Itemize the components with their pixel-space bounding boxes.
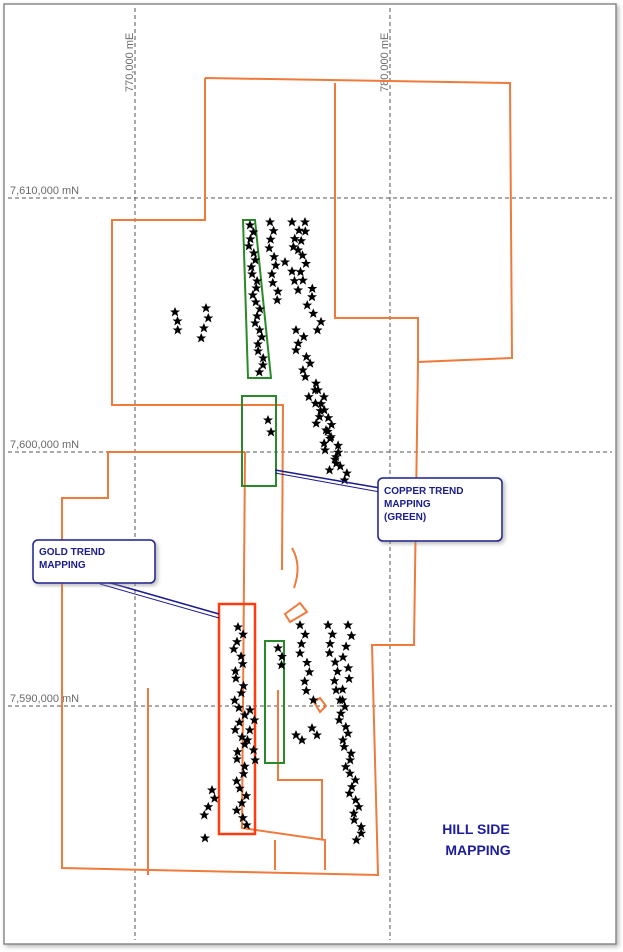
gold-callout-leader-2	[99, 583, 220, 619]
boundary-upper-right	[334, 83, 419, 362]
copper-trend-boxes	[241, 219, 285, 764]
northing-label-7600000: 7,600,000 mN	[10, 439, 79, 451]
map-frame	[3, 3, 617, 945]
boundary-crescent	[291, 547, 299, 589]
copper-box-north	[241, 219, 273, 379]
map-title-line-2: MAPPING	[445, 842, 510, 858]
tenement-boundaries	[61, 77, 514, 877]
northing-label-7610000: 7,610,000 mN	[10, 185, 79, 197]
gold-callout-box	[32, 539, 156, 584]
map-title-line-1: HILL SIDE	[442, 821, 509, 837]
copper-callout-box	[377, 477, 503, 542]
copper-callout-line-3: (GREEN)	[384, 512, 426, 523]
gold-callout-line-2: MAPPING	[39, 560, 86, 571]
gold-callout-leader	[99, 579, 220, 615]
copper-box-south	[264, 640, 285, 764]
boundary-upper-left	[111, 78, 285, 571]
northing-label-7590000: 7,590,000 mN	[10, 693, 79, 705]
easting-label-780000: 780,000 mE	[379, 33, 391, 92]
gold-callout-line-1: GOLD TREND	[39, 547, 105, 558]
boundary-outer	[61, 77, 514, 877]
copper-callout-leader	[274, 469, 381, 489]
copper-callout-line-1: COPPER TREND	[384, 486, 463, 497]
easting-label-770000: 770,000 mE	[124, 33, 136, 92]
boundary-small-quad	[283, 601, 309, 624]
boundary-tiny-poly	[312, 696, 328, 714]
copper-box-center	[241, 395, 277, 487]
copper-callout-leader-2	[274, 472, 381, 493]
boundary-center-strip	[240, 451, 326, 870]
copper-callout-line-2: MAPPING	[384, 499, 431, 510]
boundary-lower-mid	[277, 690, 323, 840]
